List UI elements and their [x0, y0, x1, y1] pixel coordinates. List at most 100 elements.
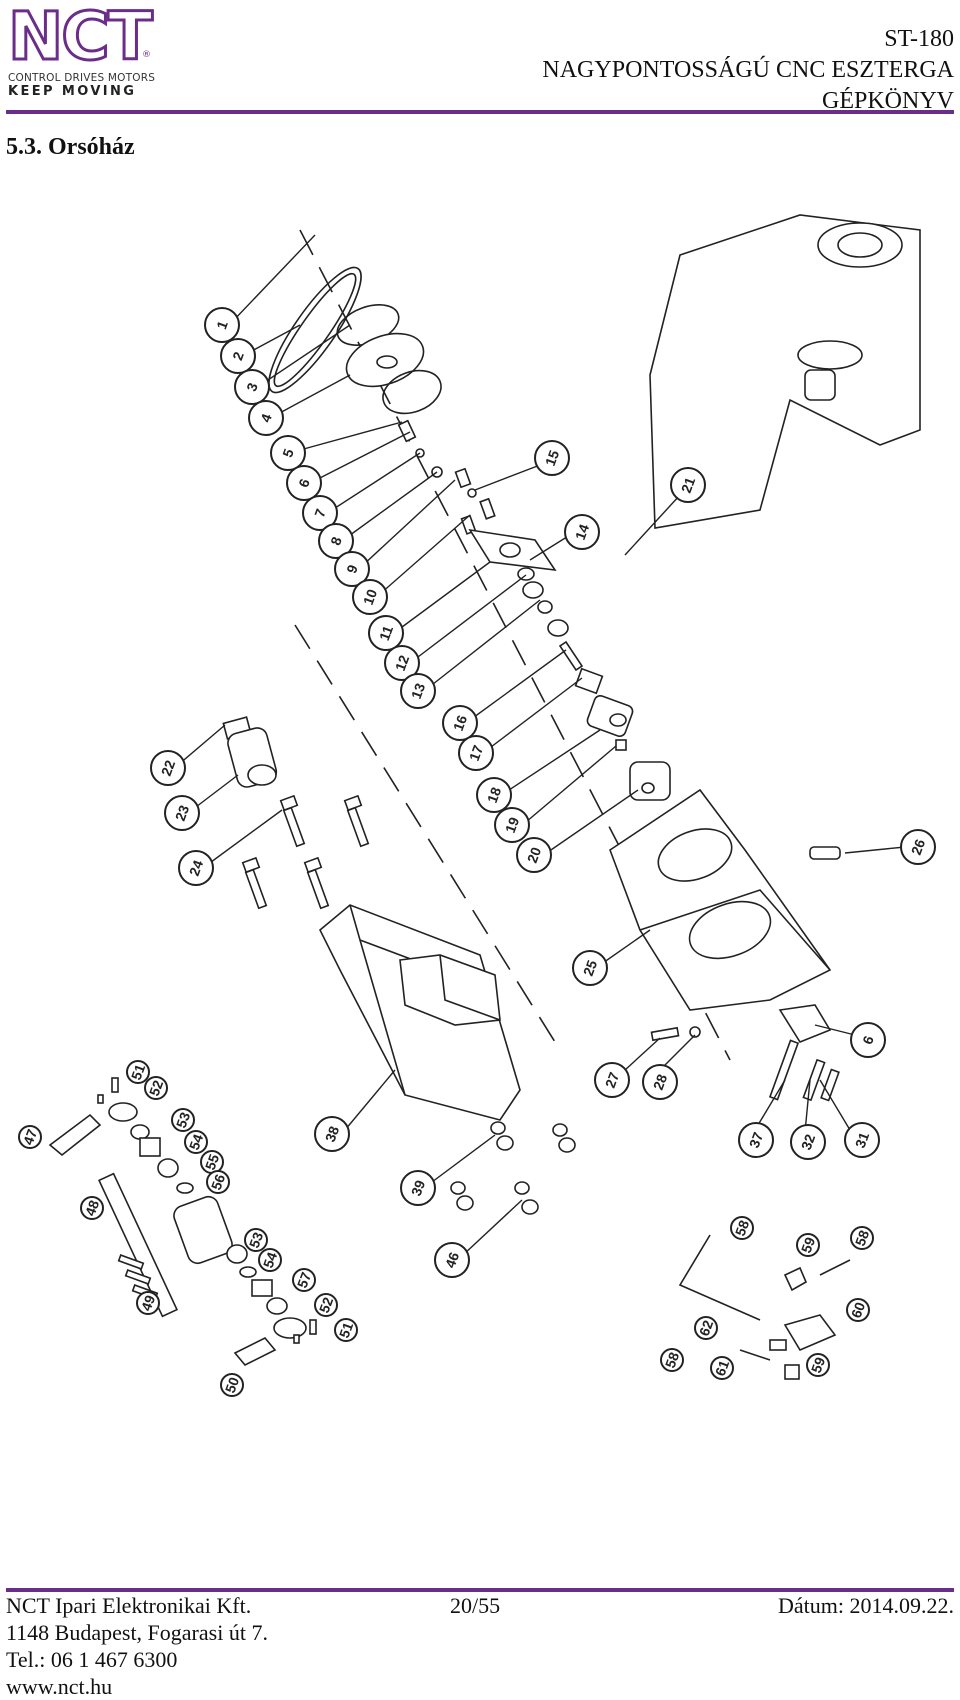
sleeve — [251, 1279, 273, 1297]
end-block — [233, 1337, 277, 1366]
callout-circle — [314, 1293, 338, 1317]
bearing — [517, 567, 535, 581]
motor-pulley-end — [247, 764, 277, 786]
motor-bolts — [241, 794, 370, 910]
callout-circle — [292, 1268, 316, 1292]
part-callout: 52 — [144, 1076, 168, 1100]
footer-phone: Tel.: 06 1 467 6300 — [6, 1647, 178, 1672]
drive-belt — [268, 266, 362, 394]
coolant-pipe — [678, 1234, 761, 1321]
logo-mark: N C T — [6, 0, 158, 75]
callout-number: 59 — [808, 1355, 828, 1375]
part-callout: 26 — [900, 829, 936, 865]
motor-edge — [359, 939, 406, 1096]
callout-circle — [136, 1291, 160, 1315]
callout-circle — [458, 735, 494, 771]
part-callout: 15 — [534, 440, 570, 476]
callout-number: 53 — [246, 1230, 266, 1250]
part-callout: 23 — [164, 795, 200, 831]
washer — [467, 488, 477, 498]
part-callout: 10 — [352, 579, 388, 615]
callout-circle — [494, 807, 530, 843]
callout-number: 21 — [678, 475, 698, 495]
company-logo: N C T ® CONTROL DRIVES MOTORS KEEP MOVIN… — [6, 0, 158, 102]
logo-letter-t: T — [106, 0, 154, 75]
screw — [397, 419, 417, 443]
part-callout: 46 — [434, 1242, 470, 1278]
part-callout: 49 — [136, 1291, 160, 1315]
logo-letter-c: C — [60, 0, 111, 75]
callout-circle — [694, 1316, 718, 1340]
callout-circle — [850, 1226, 874, 1250]
callout-number: 38 — [322, 1124, 342, 1144]
drive-belt — [273, 272, 357, 388]
callout-circle — [796, 1233, 820, 1257]
pulley-hub — [376, 355, 398, 369]
callout-number: 53 — [173, 1110, 193, 1130]
callout-number: 20 — [524, 845, 544, 865]
callout-circle — [286, 465, 322, 501]
footer-divider — [6, 1588, 954, 1592]
seal — [176, 1182, 194, 1194]
callout-circle — [400, 673, 436, 709]
fitting — [784, 1364, 800, 1380]
part-callout: 58 — [730, 1216, 754, 1240]
callout-number: 28 — [650, 1072, 670, 1092]
flange — [108, 1102, 138, 1122]
tension-bolt — [820, 1068, 840, 1102]
tension-bolt — [802, 1058, 826, 1102]
mounting-nuts — [450, 1121, 576, 1215]
chuck-flange — [817, 222, 903, 268]
bearing — [537, 600, 553, 614]
callout-number: 51 — [336, 1320, 356, 1340]
coolant-pipe — [739, 1349, 771, 1361]
callout-number: 16 — [450, 713, 470, 733]
cylinder — [173, 1195, 233, 1265]
snap-ring — [382, 369, 442, 415]
logo-registered: ® — [142, 50, 151, 60]
part-callout: 32 — [790, 1124, 826, 1160]
callout-number: 15 — [542, 448, 562, 468]
callout-circle — [184, 1130, 208, 1154]
part-callout: 53 — [244, 1228, 268, 1252]
footer-website[interactable]: www.nct.hu — [6, 1674, 113, 1699]
callout-circle — [334, 1318, 358, 1342]
callout-number: 58 — [852, 1228, 872, 1248]
callout-number: 32 — [798, 1132, 818, 1152]
bearing — [522, 581, 544, 599]
callout-circle — [534, 440, 570, 476]
callout-circle — [368, 615, 404, 651]
part-callout: 17 — [458, 735, 494, 771]
bracket-hole — [499, 542, 521, 558]
callout-number: 13 — [408, 681, 428, 701]
part-callout: 9 — [334, 551, 370, 587]
model-name: ST-180 — [884, 26, 954, 52]
callout-circle — [302, 495, 338, 531]
part-callout: 7 — [302, 495, 338, 531]
part-callout: 28 — [642, 1064, 678, 1100]
callout-number: 54 — [260, 1250, 280, 1270]
callout-circle — [442, 705, 478, 741]
document-title: NAGYPONTOSSÁGÚ CNC ESZTERGA — [542, 57, 954, 83]
part-callout: 51 — [126, 1060, 150, 1084]
logo-tagline: CONTROL DRIVES MOTORS — [8, 72, 156, 84]
callout-number: 37 — [746, 1130, 766, 1150]
part-callout: 5 — [270, 435, 306, 471]
callout-circle — [900, 829, 936, 865]
part-callout: 59 — [796, 1233, 820, 1257]
callout-number: 27 — [602, 1070, 622, 1090]
encoder-shaft — [558, 640, 584, 672]
callout-circle — [164, 795, 200, 831]
callout-circle — [710, 1356, 734, 1380]
seal — [239, 1266, 257, 1278]
callout-circle — [220, 1373, 244, 1397]
lube-tube — [97, 1172, 179, 1318]
terminal-box-edge — [439, 954, 501, 1021]
callout-circle — [270, 435, 306, 471]
callout-circle — [334, 551, 370, 587]
footer-company-info: NCT Ipari Elektronikai Kft. 1148 Budapes… — [6, 1592, 268, 1700]
part-callout: 31 — [844, 1122, 880, 1158]
valve-block — [783, 1314, 837, 1352]
callout-circle — [660, 1348, 684, 1372]
callout-number: 60 — [848, 1300, 868, 1320]
